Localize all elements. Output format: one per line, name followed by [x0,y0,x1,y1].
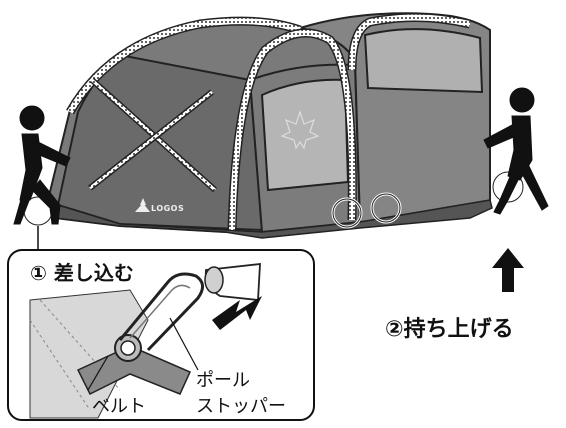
stopper-leader [169,317,199,371]
detail-box [7,249,315,421]
tent [46,12,493,239]
step2-label: ②持ち上げる [385,317,514,342]
belt-leader [87,355,109,391]
pole-stopper-label-line2: ストッパー [196,396,286,417]
person-right [483,87,549,215]
detail-pole-stopper [118,272,204,352]
insert-arrow-icon [212,296,262,330]
pole-stopper-label-line1: ポール [196,370,250,391]
brand-logo-text: LOGOS [151,204,185,213]
person-left [13,105,71,225]
tent-door-window [260,78,350,192]
lift-arrow-icon [492,248,524,292]
logo-mark [135,198,150,212]
maple-leaf-icon [280,110,320,150]
belt-label: ベルト [92,396,146,417]
tent-rear-window [363,28,484,94]
step1-label: ① 差し込む [30,261,134,285]
tent-skirt [46,198,493,239]
